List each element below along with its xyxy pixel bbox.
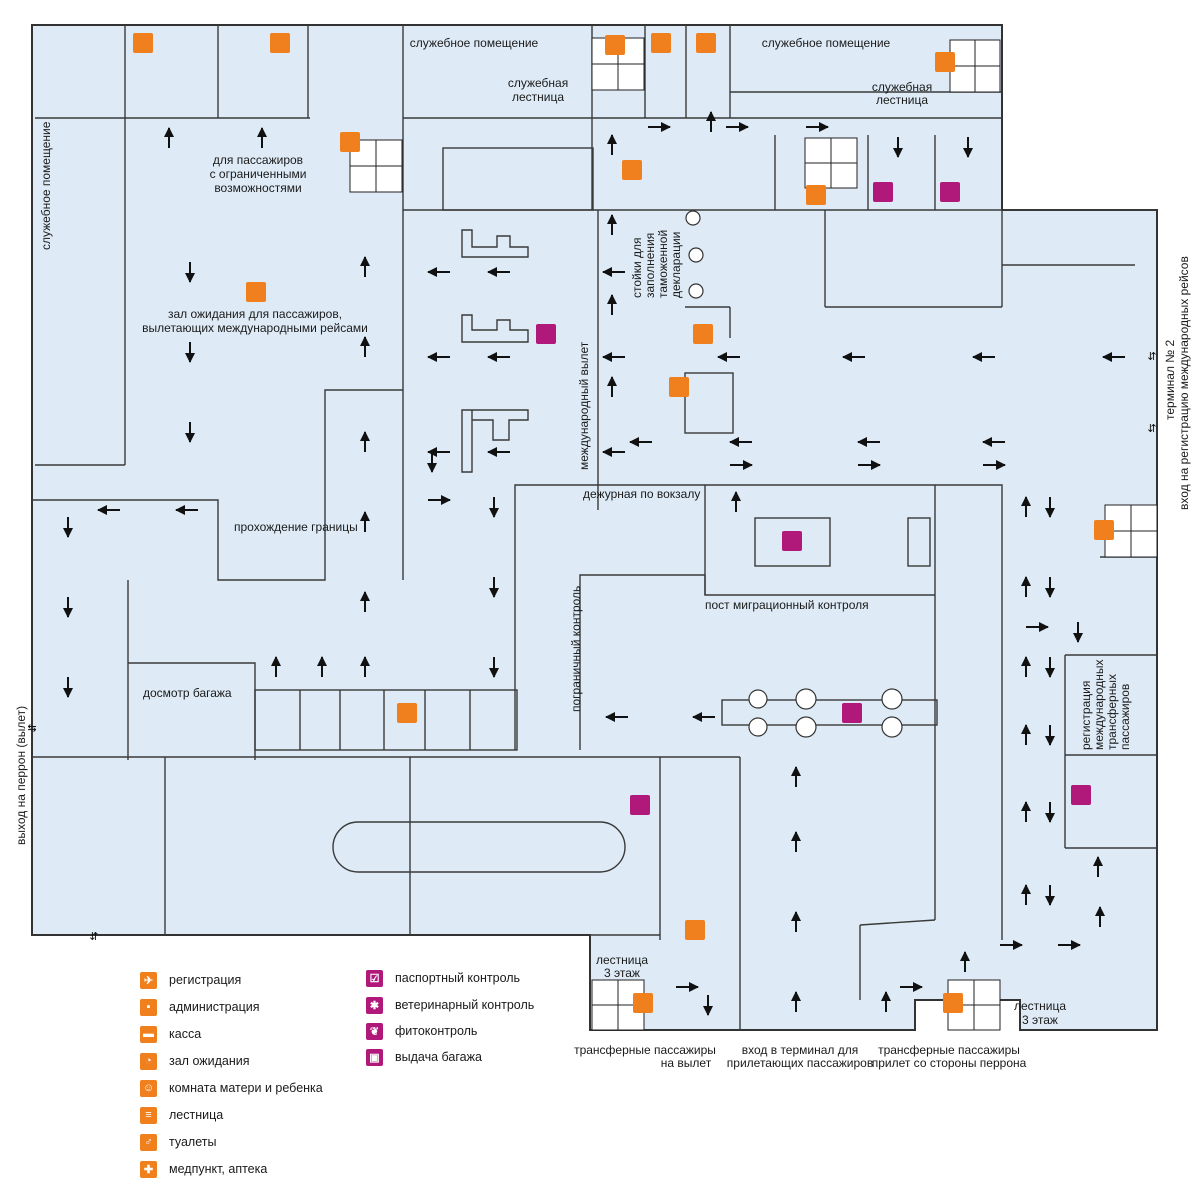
label-accessible: для пассажиров <box>213 153 303 167</box>
svg-text:⇵: ⇵ <box>1147 350 1156 363</box>
toilets-icon <box>622 160 642 180</box>
svg-text:заполнения: заполнения <box>643 233 657 298</box>
label-transfer-checkin: регистрация <box>1079 681 1093 750</box>
legend-item-passport-control: ☑паспортный контроль <box>366 969 520 987</box>
baggage-claim-icon: ▣ <box>366 1048 383 1066</box>
staircases <box>349 37 1158 1031</box>
legend-item-toilets: ♂туалеты <box>140 1133 216 1151</box>
label-waiting-hall: зал ожидания для пассажиров, <box>168 307 342 321</box>
desk-circles <box>685 210 903 738</box>
veterinary-control-icon: ✱ <box>366 996 383 1014</box>
waiting-room-icon: ◔ <box>140 1052 157 1070</box>
mother-child-icon: ☺ <box>140 1079 157 1097</box>
svg-text:⇵: ⇵ <box>89 930 98 943</box>
label-service-stairs-center: служебная <box>508 76 568 90</box>
label-stairs-3-right: лестница <box>1014 999 1066 1013</box>
passport-control-icon: ☑ <box>366 969 383 987</box>
label-service-room-top-center: служебное помещение <box>410 36 539 50</box>
legend-item-medical: ✚медпункт, аптека <box>140 1160 267 1178</box>
legend-item-waiting-room: ◔зал ожидания <box>140 1052 250 1070</box>
stairs-icon <box>943 993 963 1013</box>
label-border-control: пограничный контроль <box>569 586 583 712</box>
map-labels: служебное помещение служебная лестница с… <box>14 36 1191 1070</box>
baggage-claim-icon <box>1071 785 1091 805</box>
svg-text:вылетающих международными рейс: вылетающих международными рейсами <box>142 321 368 335</box>
cashier-icon <box>693 324 713 344</box>
label-platform-exit: выход на перрон (вылет) <box>14 706 28 845</box>
waiting-room-icon <box>246 282 266 302</box>
svg-text:3 этаж: 3 этаж <box>1022 1013 1058 1027</box>
customs-icon <box>782 531 802 551</box>
checkin-icon <box>397 703 417 723</box>
toilets-icon: ♂ <box>140 1133 157 1151</box>
label-service-room-left: служебное помещение <box>39 121 53 250</box>
label-stairs-3-left: лестница <box>596 953 648 967</box>
checkin-icon: ✈ <box>140 971 157 989</box>
svg-text:лестница: лестница <box>876 93 928 107</box>
exit-markers: ⇵ ⇵ ⇵ ⇵ <box>26 350 1157 943</box>
label-arrivals-entry: вход в терминал для <box>742 1043 859 1057</box>
svg-text:3 этаж: 3 этаж <box>604 966 640 980</box>
label-service-room-top-right: служебное помещение <box>762 36 891 50</box>
svg-text:⇵: ⇵ <box>1147 422 1156 435</box>
svg-text:вход на регистрацию международ: вход на регистрацию международных рейсов <box>1177 256 1191 510</box>
stairs-icon: ≡ <box>140 1106 157 1124</box>
toilets-icon <box>270 33 290 53</box>
label-terminal2: терминал № 2 <box>1163 339 1177 420</box>
customs-icon <box>536 324 556 344</box>
medical-icon <box>651 33 671 53</box>
label-baggage-screening: досмотр багажа <box>143 686 232 700</box>
svg-text:прилет со стороны перрона: прилет со стороны перрона <box>872 1056 1027 1070</box>
svg-text:возможностями: возможностями <box>214 181 301 195</box>
medical-icon: ✚ <box>140 1160 157 1178</box>
legend-item-cashier: ▬касса <box>140 1025 201 1043</box>
map-icons <box>133 33 1114 1013</box>
legend-item-veterinary-control: ✱ветеринарный контроль <box>366 996 534 1014</box>
direction-arrows <box>63 111 1125 1016</box>
mother-child-icon <box>696 33 716 53</box>
svg-text:на вылет: на вылет <box>661 1056 712 1070</box>
svg-text:с ограниченными: с ограниченными <box>210 167 307 181</box>
label-border-crossing: прохождение границы <box>234 520 358 534</box>
mother-child-icon <box>133 33 153 53</box>
svg-text:лестница: лестница <box>512 90 564 104</box>
veterinary-control-icon <box>940 182 960 202</box>
legend-item-stairs: ≡лестница <box>140 1106 223 1124</box>
stairs-icon <box>340 132 360 152</box>
legend-item-phyto-control: ❦фитоконтроль <box>366 1022 477 1040</box>
legend-item-checkin: ✈регистрация <box>140 971 241 989</box>
legend-item-administration: ▪администрация <box>140 998 260 1016</box>
stairs-icon <box>806 185 826 205</box>
label-station-duty: дежурная по вокзалу <box>583 487 700 501</box>
svg-text:трансферных: трансферных <box>1105 674 1119 750</box>
label-transfer-platform: трансферные пассажиры <box>878 1043 1020 1057</box>
cashier-icon: ▬ <box>140 1025 157 1043</box>
svg-text:прилетающих пассажиров: прилетающих пассажиров <box>727 1056 873 1070</box>
phyto-control-icon: ❦ <box>366 1022 383 1040</box>
label-service-stairs-right: служебная <box>872 80 932 94</box>
legend-item-baggage-claim: ▣выдача багажа <box>366 1048 482 1066</box>
svg-text:таможенной: таможенной <box>656 230 670 298</box>
stairs-icon <box>605 35 625 55</box>
stairs-icon <box>1094 520 1114 540</box>
svg-text:декларации: декларации <box>669 232 683 298</box>
administration-icon <box>669 377 689 397</box>
svg-text:международных: международных <box>1092 660 1106 750</box>
stairs-icon <box>935 52 955 72</box>
baggage-claim-icon <box>630 795 650 815</box>
legend-item-mother-child: ☺комната матери и ребенка <box>140 1079 323 1097</box>
label-transfer-departure: трансферные пассажиры <box>574 1043 716 1057</box>
administration-icon: ▪ <box>140 998 157 1016</box>
phyto-control-icon <box>873 182 893 202</box>
label-migration-post: пост миграционный контроля <box>705 598 869 612</box>
stairs-icon <box>633 993 653 1013</box>
toilets-icon <box>685 920 705 940</box>
label-customs-desks: стойки для <box>630 237 644 298</box>
svg-text:пассажиров: пассажиров <box>1118 684 1132 750</box>
floor-area <box>31 24 1158 1031</box>
label-intl-departure: международный вылет <box>577 341 591 470</box>
svg-text:⇵: ⇵ <box>26 723 39 732</box>
passport-control-icon <box>842 703 862 723</box>
